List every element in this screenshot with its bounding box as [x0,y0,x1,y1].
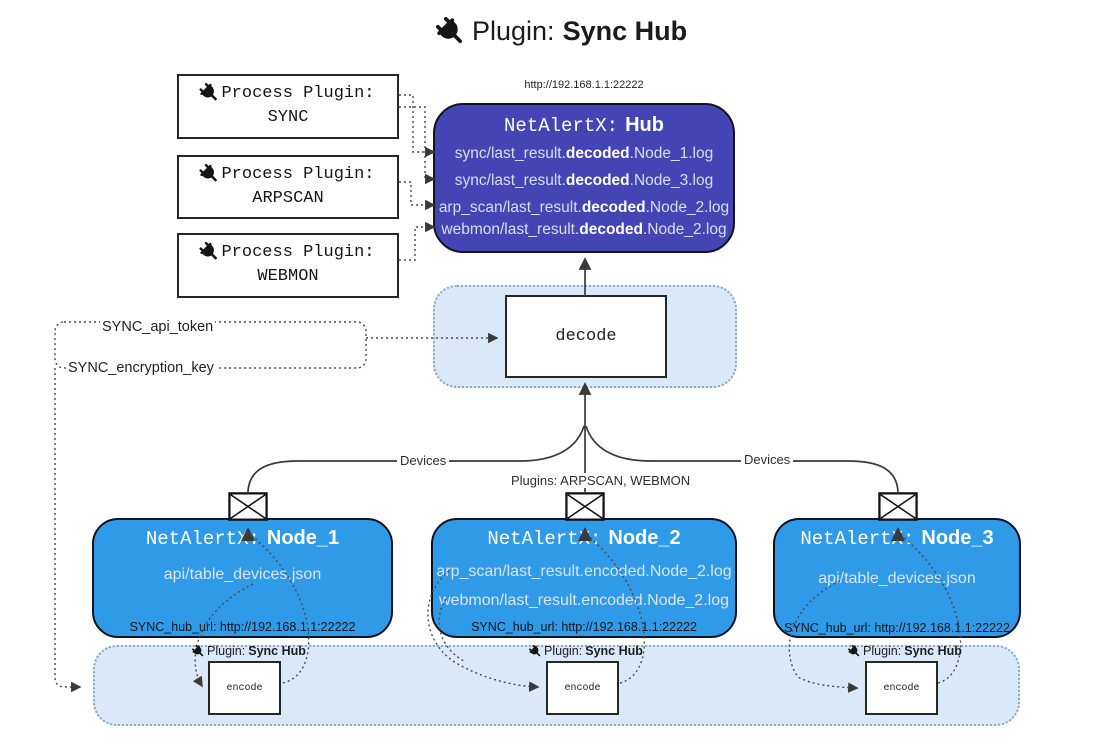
envelope-icon [565,492,605,521]
netalertx-node2-box: NetAlertX:Node_2 arp_scan/last_result.en… [431,518,737,638]
plug-icon [197,239,223,265]
node-title: NetAlertX:Node_2 [487,527,681,550]
encoder-plugin-label: Plugin:Sync Hub [849,644,962,658]
page-title: Plugin: Sync Hub [438,16,687,47]
node-hub-url: SYNC_hub_url: http://192.168.1.1:22222 [471,620,697,634]
hub-url-label: http://192.168.1.1:22222 [524,79,644,91]
hub-log-line: arp_scan/last_result.decoded.Node_2.log [438,199,730,216]
sync-encryption-key-label: SYNC_encryption_key [66,360,216,376]
plug-icon [197,80,223,106]
page-title-name: Sync Hub [562,16,688,46]
encoder-plugin-label: Plugin:Sync Hub [530,644,643,658]
webmon-to-hub-line [399,221,436,261]
node-title: NetAlertX:Node_1 [145,527,340,550]
hub-log-line: sync/last_result.decoded.Node_1.log [454,145,714,162]
process-plugin-name: WEBMON [257,267,319,286]
process-plugin-arpscan-box: Process Plugin: ARPSCAN [177,155,399,219]
process-plugin-label: Process Plugin: [221,242,375,262]
sync-to-hub-line1 [399,94,436,158]
process-plugin-label: Process Plugin: [221,164,375,184]
process-plugin-name: SYNC [267,108,309,127]
hub-title: NetAlertX:Hub [504,114,664,137]
node-title: NetAlertX:Node_3 [800,527,994,550]
node-file: arp_scan/last_result.encoded.Node_2.log [436,563,732,580]
netalertx-hub-box: NetAlertX:Hub sync/last_result.decoded.N… [433,103,735,253]
plug-icon [197,161,223,187]
decode-box: decode [505,295,667,378]
plug-icon [431,12,471,52]
sync-to-hub-line2 [399,106,436,185]
process-plugin-label: Process Plugin: [221,83,375,103]
plug-icon [527,643,544,660]
encode-box: encode [865,661,938,715]
netalertx-node3-box: NetAlertX:Node_3 api/table_devices.json … [773,518,1021,638]
plug-icon [190,643,207,660]
node-hub-url: SYNC_hub_url: http://192.168.1.1:22222 [129,620,356,634]
encode-label: encode [564,682,601,694]
encode-label: encode [226,682,263,694]
hub-log-line: sync/last_result.decoded.Node_3.log [454,172,714,189]
plugins-mid-label: Plugins: ARPSCAN, WEBMON [508,473,694,488]
sync-api-token-label: SYNC_api_token [100,319,216,335]
plug-icon [846,643,863,660]
encode-box: encode [546,661,619,715]
node-file: api/table_devices.json [818,570,976,587]
encoder-plugin-label: Plugin:Sync Hub [193,644,306,658]
envelope-icon [228,492,268,521]
node-hub-url: SYNC_hub_url: http://192.168.1.1:22222 [784,621,1010,635]
hub-log-line: webmon/last_result.decoded.Node_2.log [441,221,727,238]
devices-right-label: Devices [741,452,794,467]
page-title-prefix: Plugin: [472,16,555,46]
netalertx-node1-box: NetAlertX:Node_1 api/table_devices.json … [92,518,393,638]
encode-label: encode [883,682,920,694]
envelope-icon [878,492,918,521]
process-plugin-name: ARPSCAN [252,189,324,208]
devices-left-label: Devices [397,453,450,468]
keys-to-encoders-arrow [54,368,82,693]
arpscan-to-hub-line [399,181,436,211]
decode-label: decode [555,327,617,346]
process-plugin-webmon-box: Process Plugin: WEBMON [177,233,399,298]
encode-box: encode [208,661,281,715]
node-file: api/table_devices.json [163,566,322,583]
node-file: webmon/last_result.encoded.Node_2.log [439,592,729,609]
process-plugin-sync-box: Process Plugin: SYNC [177,74,399,139]
